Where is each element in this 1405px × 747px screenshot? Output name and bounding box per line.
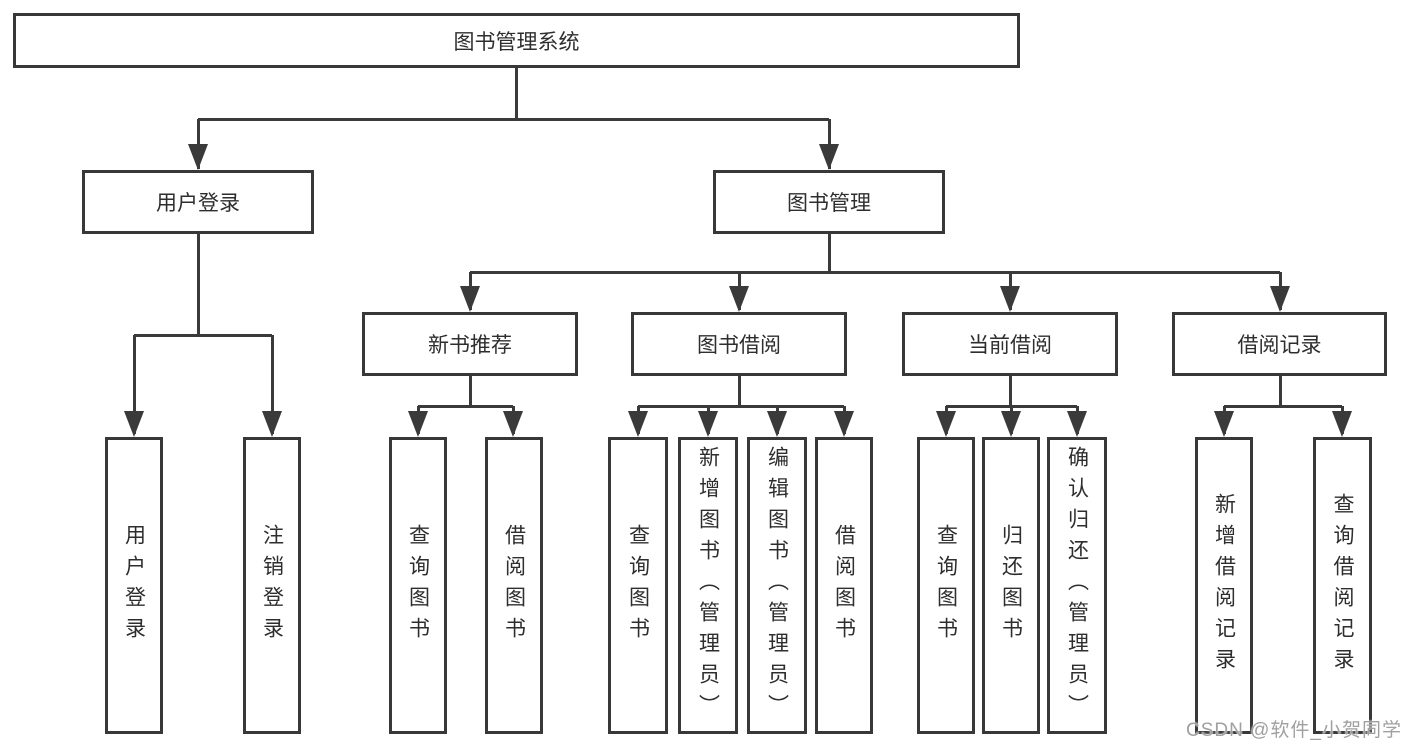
node-bb-query-books-label: 查询图书	[626, 523, 650, 648]
arrow-down-icon	[188, 144, 208, 170]
node-leaf-logout-login-label: 注销登录	[260, 523, 284, 648]
node-br-query-record-label: 查询借阅记录	[1331, 492, 1354, 679]
arrow-down-icon	[819, 144, 839, 170]
node-leaf-logout-login: 注销登录	[243, 437, 301, 734]
node-br-add-record: 新增借阅记录	[1195, 437, 1253, 734]
node-book-borrowing: 图书借阅	[631, 312, 847, 376]
node-br-add-record-label: 新增借阅记录	[1212, 492, 1236, 679]
node-new-book-recommend: 新书推荐	[362, 312, 578, 376]
arrow-down-icon	[729, 286, 749, 312]
node-root-label: 图书管理系统	[453, 30, 580, 54]
connector-bb-bar	[638, 405, 844, 408]
arrow-down-icon	[408, 411, 428, 437]
node-bb-query-books: 查询图书	[608, 437, 668, 734]
arrow-down-icon	[698, 411, 718, 437]
arrow-down-icon	[767, 411, 787, 437]
arrow-down-icon	[936, 411, 956, 437]
connector-to-leaf-logout	[271, 335, 274, 434]
node-current-borrowing: 当前借阅	[902, 312, 1118, 376]
node-bb-borrow-books: 借阅图书	[815, 437, 873, 734]
connector-user-login-stem	[197, 234, 200, 335]
node-bb-borrow-books-label: 借阅图书	[832, 523, 856, 648]
arrow-down-icon	[1000, 286, 1020, 312]
node-cb-query-books: 查询图书	[917, 437, 975, 734]
arrow-down-icon	[834, 411, 854, 437]
node-leaf-user-login-label: 用户登录	[122, 523, 146, 648]
node-borrowing-records-label: 借阅记录	[1237, 334, 1322, 357]
node-bb-add-books-admin: 新增图书（管理员）	[678, 437, 738, 734]
connector-br-bar	[1224, 405, 1342, 408]
node-book-management-label: 图书管理	[787, 192, 871, 215]
node-bb-edit-books-admin-label: 编辑图书（管理员）	[765, 446, 789, 725]
node-user-login: 用户登录	[82, 170, 314, 234]
connector-nbr-stem	[469, 376, 472, 406]
connector-user-login-bar	[134, 334, 272, 337]
node-root: 图书管理系统	[13, 13, 1020, 68]
connector-level3-bar	[470, 271, 1280, 274]
arrow-down-icon	[1001, 411, 1021, 437]
arrow-down-icon	[503, 411, 523, 437]
node-nbr-query-books-label: 查询图书	[406, 523, 430, 648]
connector-root-stem	[515, 68, 518, 119]
node-borrowing-records: 借阅记录	[1172, 312, 1387, 376]
node-user-login-label: 用户登录	[156, 192, 240, 215]
connector-cb-stem	[1009, 376, 1012, 406]
node-cb-confirm-return-admin: 确认归还（管理员）	[1047, 437, 1107, 734]
node-nbr-borrow-books: 借阅图书	[485, 437, 543, 734]
arrow-down-icon	[262, 411, 282, 437]
csdn-watermark: CSDN @软件_小贺同学	[1186, 720, 1402, 741]
node-cb-return-books: 归还图书	[982, 437, 1040, 734]
node-current-borrowing-label: 当前借阅	[968, 334, 1052, 357]
node-cb-confirm-return-admin-label: 确认归还（管理员）	[1065, 446, 1089, 725]
arrow-down-icon	[628, 411, 648, 437]
node-leaf-user-login: 用户登录	[105, 437, 163, 734]
node-new-book-recommend-label: 新书推荐	[428, 334, 512, 357]
node-book-management: 图书管理	[713, 170, 945, 234]
arrow-down-icon	[460, 286, 480, 312]
node-book-borrowing-label: 图书借阅	[697, 334, 781, 357]
connector-br-stem	[1279, 376, 1282, 406]
node-cb-return-books-label: 归还图书	[999, 523, 1023, 648]
node-nbr-borrow-books-label: 借阅图书	[502, 523, 526, 648]
connector-nbr-bar	[418, 405, 513, 408]
arrow-down-icon	[1067, 411, 1087, 437]
node-bb-edit-books-admin: 编辑图书（管理员）	[747, 437, 807, 734]
arrow-down-icon	[1332, 411, 1352, 437]
node-nbr-query-books: 查询图书	[389, 437, 447, 734]
arrow-down-icon	[1270, 286, 1290, 312]
connector-book-management-stem	[828, 234, 831, 272]
arrow-down-icon	[124, 411, 144, 437]
arrow-down-icon	[1214, 411, 1234, 437]
connector-to-leaf-user-login	[133, 335, 136, 434]
node-cb-query-books-label: 查询图书	[934, 523, 958, 648]
connector-level2-bar	[198, 118, 829, 121]
connector-bb-stem	[738, 376, 741, 406]
node-br-query-record: 查询借阅记录	[1313, 437, 1372, 734]
node-bb-add-books-admin-label: 新增图书（管理员）	[696, 446, 720, 725]
